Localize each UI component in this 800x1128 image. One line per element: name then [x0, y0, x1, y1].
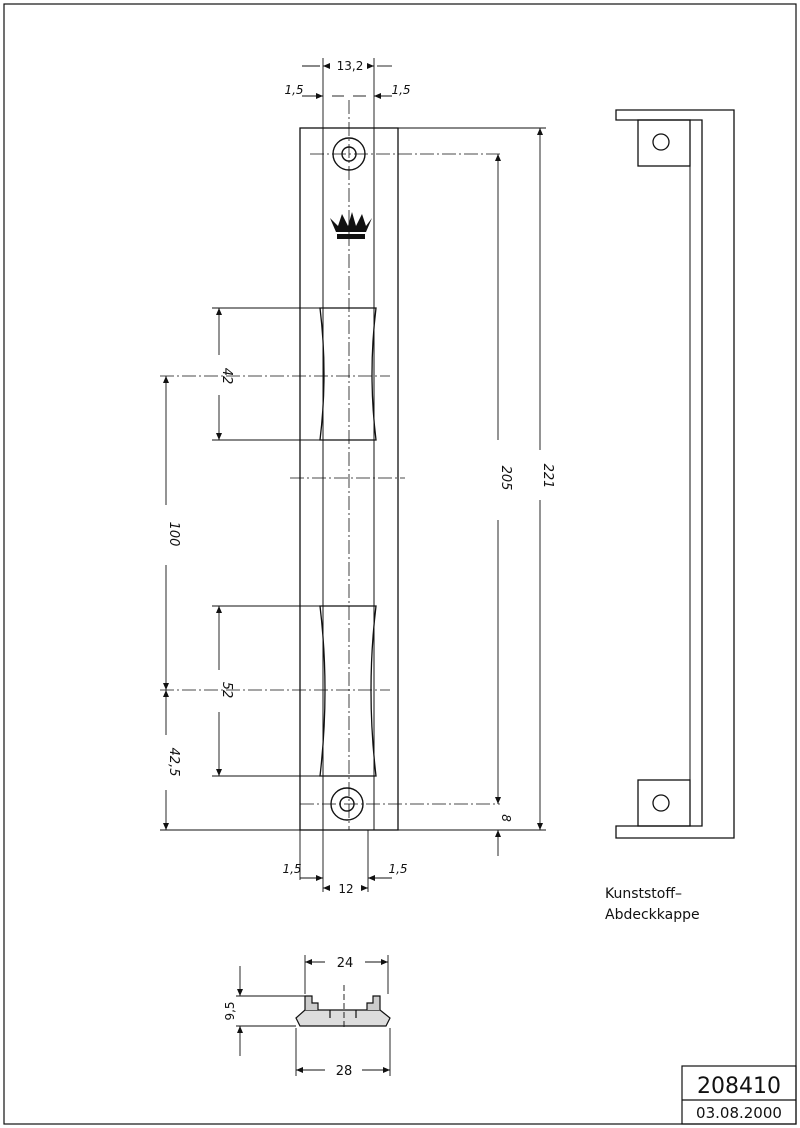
right-dimensions [398, 127, 546, 856]
left-dimensions [160, 307, 320, 831]
dim-total-length: 221 [540, 464, 555, 489]
dim-top-left-offset: 1,5 [284, 83, 303, 97]
dim-bottom-offset: 8 [499, 814, 513, 822]
bottom-dimensions [299, 830, 392, 892]
dim-profile-top: 24 [337, 956, 354, 971]
dim-top-width: 13,2 [337, 59, 364, 73]
profile-dimensions [236, 955, 391, 1076]
dim-bottom-left-offset: 1,5 [282, 862, 301, 876]
dim-slot-lower: 52 [219, 682, 234, 699]
center-lines [160, 100, 500, 830]
crown-logo-icon [330, 212, 372, 239]
dim-slot-upper: 42 [219, 368, 234, 385]
dim-profile-height: 9,5 [223, 1001, 237, 1020]
title-block [681, 1065, 797, 1125]
dim-profile-bottom: 28 [336, 1064, 353, 1079]
dim-bottom-right-offset: 1,5 [388, 862, 407, 876]
sheet-border [3, 3, 797, 1125]
profile-section [295, 995, 391, 1027]
cover-cap-side-view [615, 109, 735, 839]
note-line-2: Abdeckkappe [605, 907, 700, 923]
dim-hole-spacing: 205 [498, 466, 513, 491]
dim-top-right-offset: 1,5 [391, 83, 410, 97]
dim-bottom-width: 12 [338, 882, 353, 896]
dim-bottom-hole-offset: 42,5 [166, 748, 181, 777]
drawing-number: 208410 [697, 1074, 781, 1099]
note-line-1: Kunststoff– [605, 886, 682, 902]
top-dimensions [302, 58, 392, 128]
dim-slot-spacing: 100 [166, 522, 181, 547]
drawing-date: 03.08.2000 [696, 1104, 782, 1122]
